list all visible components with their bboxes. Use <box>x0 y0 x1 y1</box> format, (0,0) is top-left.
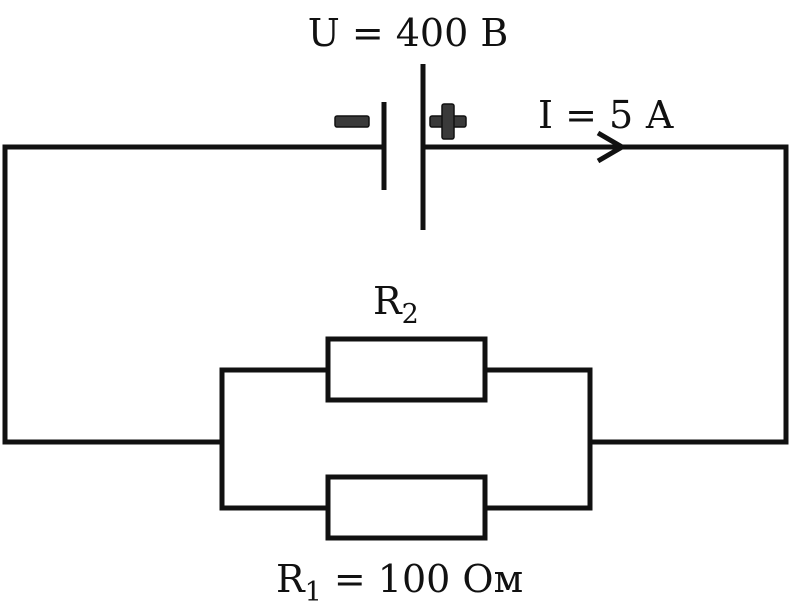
r2-subscript: 2 <box>402 299 419 330</box>
r1-label: R1 = 100 Ом <box>276 557 523 604</box>
current-label: I = 5 А <box>538 93 674 137</box>
wire-parallel-left <box>219 367 328 511</box>
wire-parallel-right <box>485 367 593 511</box>
r1-letter: R <box>276 557 306 601</box>
resistor-r2 <box>325 336 488 403</box>
r2-letter: R <box>373 279 403 323</box>
minus-sign-icon <box>334 115 370 128</box>
r1-subscript: 1 <box>305 577 322 604</box>
r2-label: R2 <box>373 279 419 330</box>
wire-top-left <box>2 144 384 445</box>
plus-sign-icon <box>429 103 467 140</box>
wire-top-right <box>423 144 789 445</box>
r1-value: = 100 Ом <box>322 557 523 601</box>
resistor-r1 <box>325 474 488 541</box>
voltage-label: U = 400 В <box>308 11 509 55</box>
current-arrow-icon <box>596 130 627 164</box>
